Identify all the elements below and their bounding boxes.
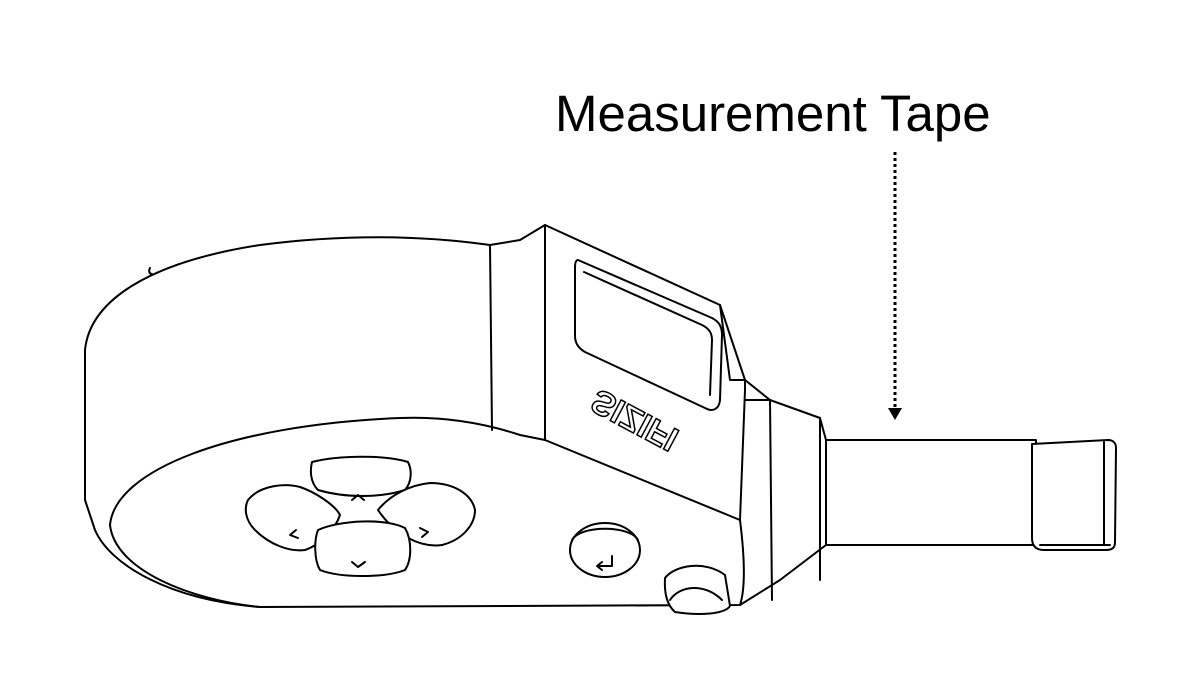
down-button[interactable] — [314, 520, 412, 577]
callout-label: Measurement Tape — [555, 85, 991, 142]
device-body — [84, 224, 827, 608]
arrowhead-icon — [888, 408, 902, 420]
enter-button[interactable] — [569, 522, 641, 578]
base-face — [109, 416, 745, 606]
device-foot — [663, 564, 731, 615]
body-top-edge — [148, 267, 153, 275]
tape-end-hook — [1031, 439, 1117, 551]
display-screen — [574, 259, 723, 411]
measurement-tape — [825, 439, 1037, 546]
